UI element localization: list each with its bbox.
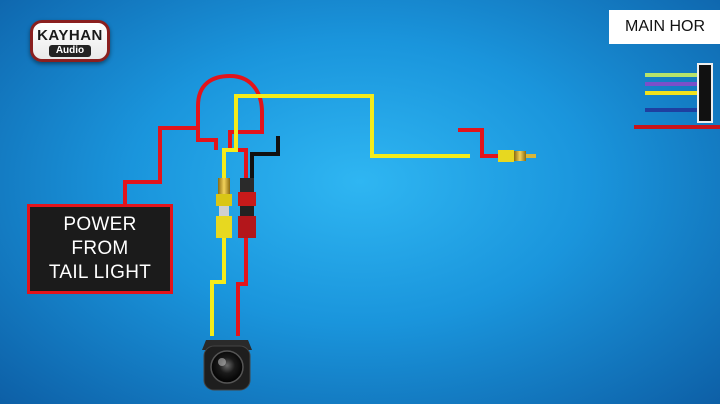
power-box-line1: POWER (63, 214, 137, 235)
rca-plug (498, 150, 536, 162)
main-harness-label: MAIN HOR (609, 10, 720, 44)
yellow-camera-wire (210, 238, 226, 336)
red-camera-wire (236, 238, 248, 336)
red-power-connector (238, 178, 256, 238)
yellow-video-wire (222, 94, 470, 178)
red-power-wire-inner (196, 106, 218, 150)
logo-brand: KAYHAN (37, 27, 103, 44)
power-box-line3: TAIL LIGHT (48, 262, 152, 283)
power-source-box: POWER FROM TAIL LIGHT (27, 204, 173, 294)
backup-camera (202, 340, 252, 391)
logo-sub: Audio (49, 45, 91, 57)
kayhan-audio-logo: KAYHAN Audio (30, 20, 110, 62)
black-ground-wire (250, 136, 280, 178)
yellow-rca-connector (216, 178, 232, 238)
power-box-line2: FROM (71, 238, 129, 259)
red-rca-wire (458, 128, 500, 158)
head-unit-harness (634, 63, 720, 129)
